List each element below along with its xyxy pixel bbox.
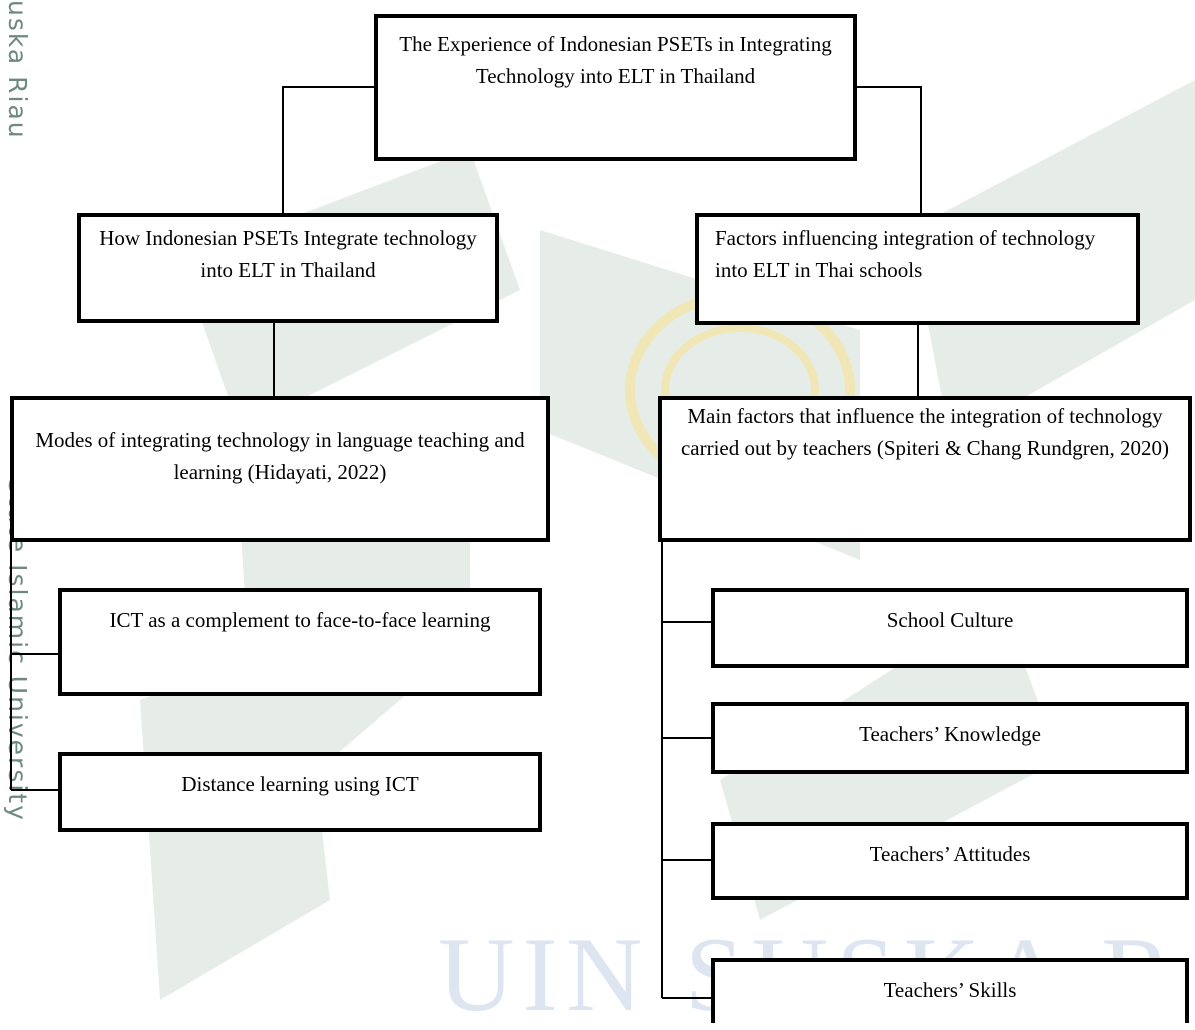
left-item-label: ICT as a complement to face-to-face lear… (109, 608, 491, 632)
right-branch-node: Factors influencing integration of techn… (695, 213, 1140, 325)
left-item-box: Distance learning using ICT (58, 752, 542, 832)
right-item-box: Teachers’ Skills (711, 958, 1189, 1023)
left-subtitle-label: Modes of integrating technology in langu… (35, 428, 525, 484)
left-branch-label: How Indonesian PSETs Integrate technolog… (99, 226, 477, 282)
left-subtitle-node: Modes of integrating technology in langu… (10, 396, 550, 542)
right-branch-label: Factors influencing integration of techn… (715, 226, 1096, 282)
connector-root-left (282, 86, 374, 220)
right-item-label: Teachers’ Skills (883, 978, 1017, 1002)
left-item-box: ICT as a complement to face-to-face lear… (58, 588, 542, 696)
right-item-box: Teachers’ Knowledge (711, 702, 1189, 774)
right-subtitle-node: Main factors that influence the integrat… (658, 396, 1192, 542)
connector-root-right (856, 86, 922, 219)
right-item-box: School Culture (711, 588, 1189, 668)
right-item-label: Teachers’ Knowledge (859, 722, 1041, 746)
right-item-label: School Culture (886, 608, 1014, 632)
right-item-label: Teachers’ Attitudes (869, 842, 1031, 866)
right-item-box: Teachers’ Attitudes (711, 822, 1189, 900)
right-subtitle-label: Main factors that influence the integrat… (680, 404, 1170, 460)
root-node: The Experience of Indonesian PSETs in In… (374, 14, 857, 161)
root-node-label: The Experience of Indonesian PSETs in In… (399, 32, 832, 88)
left-item-label: Distance learning using ICT (181, 772, 419, 796)
left-branch-node: How Indonesian PSETs Integrate technolog… (77, 213, 499, 323)
watermark-side-text-top: uska Riau (3, 0, 32, 140)
